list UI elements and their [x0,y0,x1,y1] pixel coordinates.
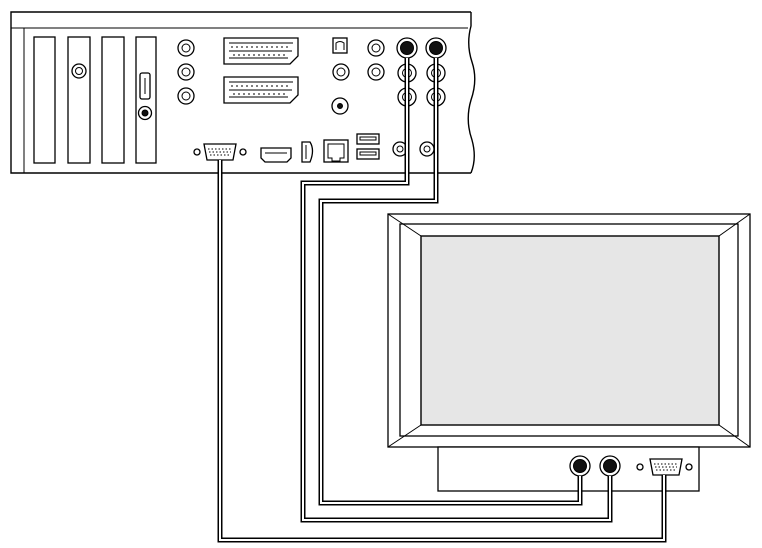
expansion-slots [33,36,157,164]
pc-vga-port [193,143,247,161]
audio-jack [419,141,435,157]
tv-monitor [387,213,751,492]
audio-jack [71,63,87,79]
tv-screen [420,235,720,426]
audio-jack [367,63,385,81]
optical-port [332,37,348,54]
expansion-slot [101,36,125,164]
firewire-port [301,141,314,163]
scart-connectors [223,37,299,104]
audio-jacks [177,39,195,105]
tv-vga-port [636,458,693,476]
expansion-slot [33,36,56,164]
pc-rear-panel [10,11,476,174]
usb-port [356,133,380,145]
audio-jack [332,63,350,81]
cables [217,58,667,543]
audio-jack [177,63,195,81]
expansion-slot [135,36,157,164]
expansion-slot [67,36,91,164]
audio-jack [367,39,385,57]
hdmi-port [260,147,292,163]
rca-jacks [396,37,447,107]
usb-port [356,148,380,160]
ethernet-port [323,139,349,163]
audio-jack [177,87,195,105]
audio-jack [177,39,195,57]
